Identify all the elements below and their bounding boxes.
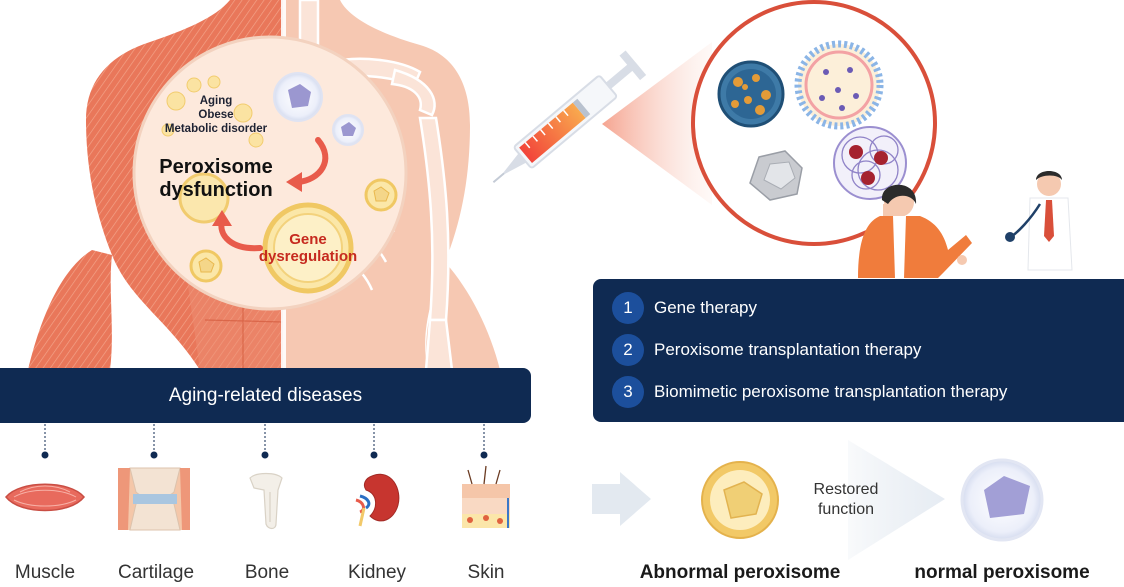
therapy-label: Peroxisome transplantation therapy <box>654 340 922 359</box>
magnify-beam <box>602 42 712 205</box>
risk-aging-label: Aging <box>199 95 233 107</box>
therapy-item-3: 3 Biomimetic peroxisome transplantation … <box>612 376 1007 408</box>
cell-magnifier <box>132 35 408 311</box>
therapy-number-badge: 1 <box>612 292 644 324</box>
restored-label-line1: Restored <box>813 481 879 498</box>
disease-label-skin: Skin <box>467 562 505 583</box>
therapy-item-1: 1 Gene therapy <box>612 292 757 324</box>
disease-label-muscle: Muscle <box>14 562 76 583</box>
therapy-label: Biomimetic peroxisome transplantation th… <box>654 382 1008 401</box>
therapy-label: Gene therapy <box>654 298 758 317</box>
therapy-magnifier <box>691 0 937 246</box>
cartilage-icon <box>118 467 190 531</box>
therapy-number-badge: 2 <box>612 334 644 366</box>
syringe-icon <box>492 50 647 184</box>
connector-dots <box>41 451 488 459</box>
connector-lines <box>44 424 485 453</box>
dysfunction-label-line2: dysfunction <box>159 179 273 201</box>
skin-icon <box>462 465 510 528</box>
peroxisome-normal-icon <box>960 458 1044 542</box>
gene-label-line2: dysregulation <box>258 248 358 265</box>
kidney-icon <box>355 473 400 527</box>
aging-diseases-label: Aging-related diseases <box>168 384 363 406</box>
restore-arrow <box>848 440 945 560</box>
dysfunction-label-line1: Peroxisome <box>159 156 273 178</box>
therapy-number-badge: 3 <box>612 376 644 408</box>
bone-icon <box>249 472 283 530</box>
aging-diseases-banner: Aging-related diseases <box>0 368 531 423</box>
peroxisome-abnormal-icon <box>701 461 779 539</box>
disease-label-bone: Bone <box>244 562 290 583</box>
restored-label-line2: function <box>817 501 875 518</box>
abnormal-peroxisome-label: Abnormal peroxisome <box>639 562 841 583</box>
disease-label-cartilage: Cartilage <box>117 562 195 583</box>
doctor-female-icon <box>858 184 972 278</box>
normal-peroxisome-label: normal peroxisome <box>914 562 1090 583</box>
therapy-list: 1 Gene therapy 2 Peroxisome transplantat… <box>593 279 1124 422</box>
gene-label-line1: Gene <box>289 231 327 248</box>
doctor-male-icon <box>1005 171 1073 271</box>
risk-obese-label: Obese <box>198 109 234 121</box>
restored-function-label: Restored function <box>790 480 902 520</box>
muscle-icon <box>5 483 85 512</box>
arrow-right-icon <box>592 472 651 526</box>
muscle-arm <box>28 250 112 370</box>
risk-metabolic-label: Metabolic disorder <box>164 123 268 135</box>
therapy-item-2: 2 Peroxisome transplantation therapy <box>612 334 921 366</box>
disease-label-kidney: Kidney <box>347 562 407 583</box>
